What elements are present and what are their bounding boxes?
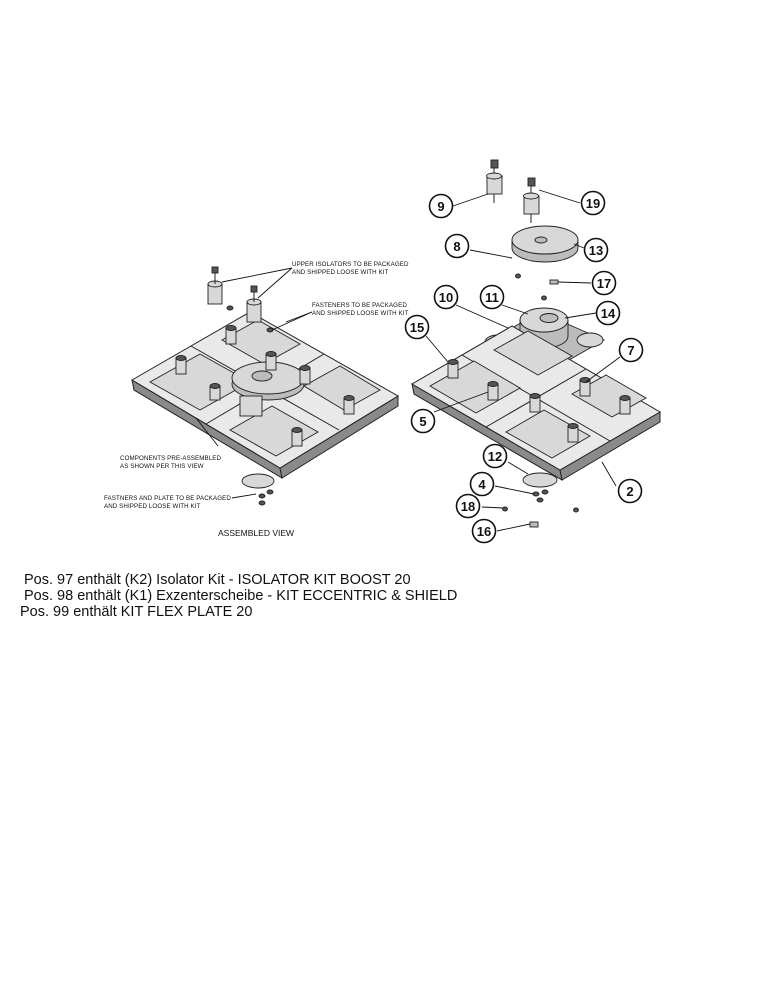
loose-plate-and-fasteners (241, 473, 275, 506)
note-upper-isolators-line-2: AND SHIPPED LOOSE WITH KIT (292, 269, 389, 276)
callout-15: 15 (404, 314, 430, 340)
screw-small-a (515, 273, 521, 279)
assembled-centre-block (239, 395, 263, 417)
note-components-line-1: COMPONENTS PRE-ASSEMBLED (120, 455, 222, 462)
note-upper-isolators-line-1: UPPER ISOLATORS TO BE PACKAGED (292, 261, 409, 268)
callout-label-2: 2 (626, 484, 633, 499)
callout-label-17: 17 (597, 276, 611, 291)
assembled-isolator-posts (175, 325, 355, 447)
flex-plate-part-12 (522, 472, 558, 488)
screw-small-c (573, 507, 579, 513)
screw-part-17 (549, 279, 559, 285)
callout-11: 11 (479, 284, 505, 310)
screw-small-b (502, 506, 508, 512)
exploded-isolator-posts (447, 359, 631, 443)
note-fasteners-line-2: AND SHIPPED LOOSE WITH KIT (312, 310, 409, 317)
caption-pos-98: Pos. 98 enthält (K1) Exzenterscheibe - K… (24, 588, 458, 604)
callout-16: 16 (471, 518, 497, 544)
callout-8: 8 (444, 233, 470, 259)
callout-12: 12 (482, 443, 508, 469)
callout-14: 14 (595, 300, 621, 326)
callout-label-9: 9 (437, 199, 444, 214)
assembled-view-title: ASSEMBLED VIEW (218, 528, 294, 538)
callout-label-16: 16 (477, 524, 491, 539)
callout-label-13: 13 (589, 243, 603, 258)
assembled-panel-recess-2 (221, 319, 301, 365)
exploded-panel-recess-3 (505, 409, 591, 459)
callout-label-4: 4 (478, 477, 486, 492)
loose-upper-isolators (207, 266, 274, 333)
exploded-panel-recess-2 (493, 330, 573, 376)
callout-18: 18 (455, 493, 481, 519)
callout-2: 2 (617, 478, 643, 504)
isolator-part-9 (486, 159, 503, 203)
callout-label-12: 12 (488, 449, 502, 464)
callout-label-10: 10 (439, 290, 453, 305)
assembled-eccentric-hub (251, 370, 273, 382)
callout-label-5: 5 (419, 414, 426, 429)
callout-13: 13 (583, 237, 609, 263)
callout-label-15: 15 (410, 320, 424, 335)
caption-pos-99: Pos. 99 enthält KIT FLEX PLATE 20 (20, 604, 253, 620)
assembled-panel-recess-4 (303, 365, 381, 411)
note-fastners-plate-line-2: AND SHIPPED LOOSE WITH KIT (104, 503, 201, 510)
screw-part-16 (529, 521, 539, 528)
callout-label-7: 7 (627, 343, 634, 358)
callout-label-19: 19 (586, 196, 600, 211)
callout-19: 19 (580, 190, 606, 216)
callout-7: 7 (618, 337, 644, 363)
shield-cover-part-13 (511, 225, 579, 263)
callout-5: 5 (410, 408, 436, 434)
callout-leaders (425, 189, 621, 532)
callout-label-14: 14 (601, 306, 616, 321)
callout-9: 9 (428, 193, 454, 219)
fasteners-part-4 (532, 489, 549, 503)
assembled-view-drawing (131, 266, 399, 506)
callout-label-8: 8 (453, 239, 460, 254)
callout-17: 17 (591, 270, 617, 296)
note-fasteners-line-1: FASTENERS TO BE PACKAGED (312, 302, 407, 309)
isolator-part-19 (523, 177, 540, 223)
caption-pos-97: Pos. 97 enthält (K2) Isolator Kit - ISOL… (24, 572, 411, 588)
callout-4: 4 (469, 471, 495, 497)
callout-10: 10 (433, 284, 459, 310)
parts-diagram: UPPER ISOLATORS TO BE PACKAGED AND SHIPP… (104, 159, 661, 544)
note-components-line-2: AS SHOWN PER THIS VIEW (120, 463, 204, 470)
note-fastners-plate-line-1: FASTNERS AND PLATE TO BE PACKAGED (104, 495, 231, 502)
callout-label-18: 18 (461, 499, 475, 514)
exploded-view-drawing (411, 159, 661, 532)
callout-label-11: 11 (485, 290, 499, 305)
